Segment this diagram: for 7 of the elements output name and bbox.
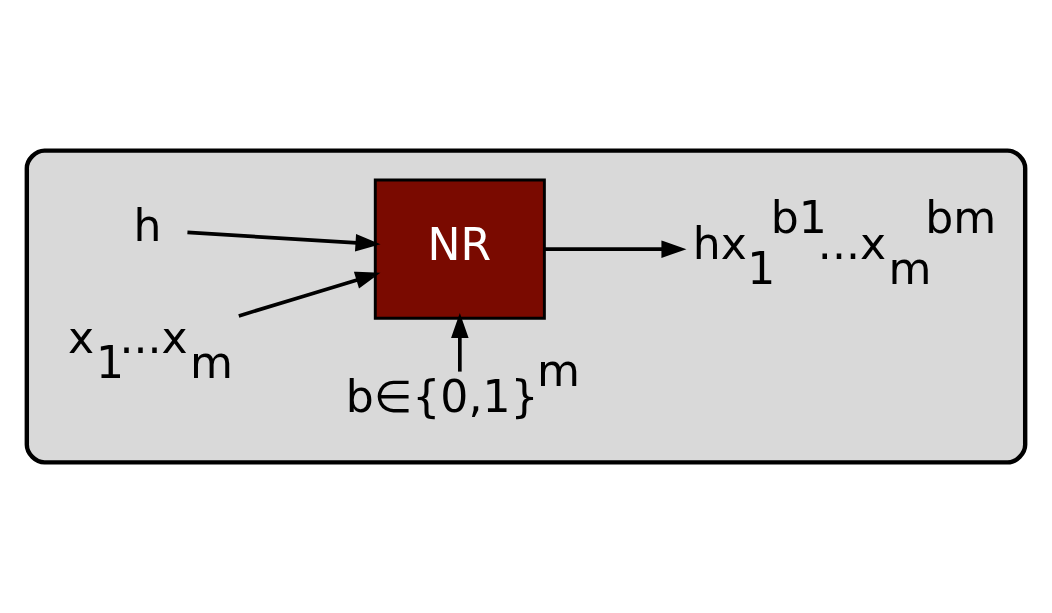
cluster	[24, 148, 1028, 465]
arrow	[451, 312, 469, 372]
arrow	[544, 240, 687, 258]
arrow	[187, 230, 381, 252]
arrow	[238, 271, 381, 318]
node-text: h	[133, 200, 162, 252]
node-box: NR	[373, 178, 546, 320]
